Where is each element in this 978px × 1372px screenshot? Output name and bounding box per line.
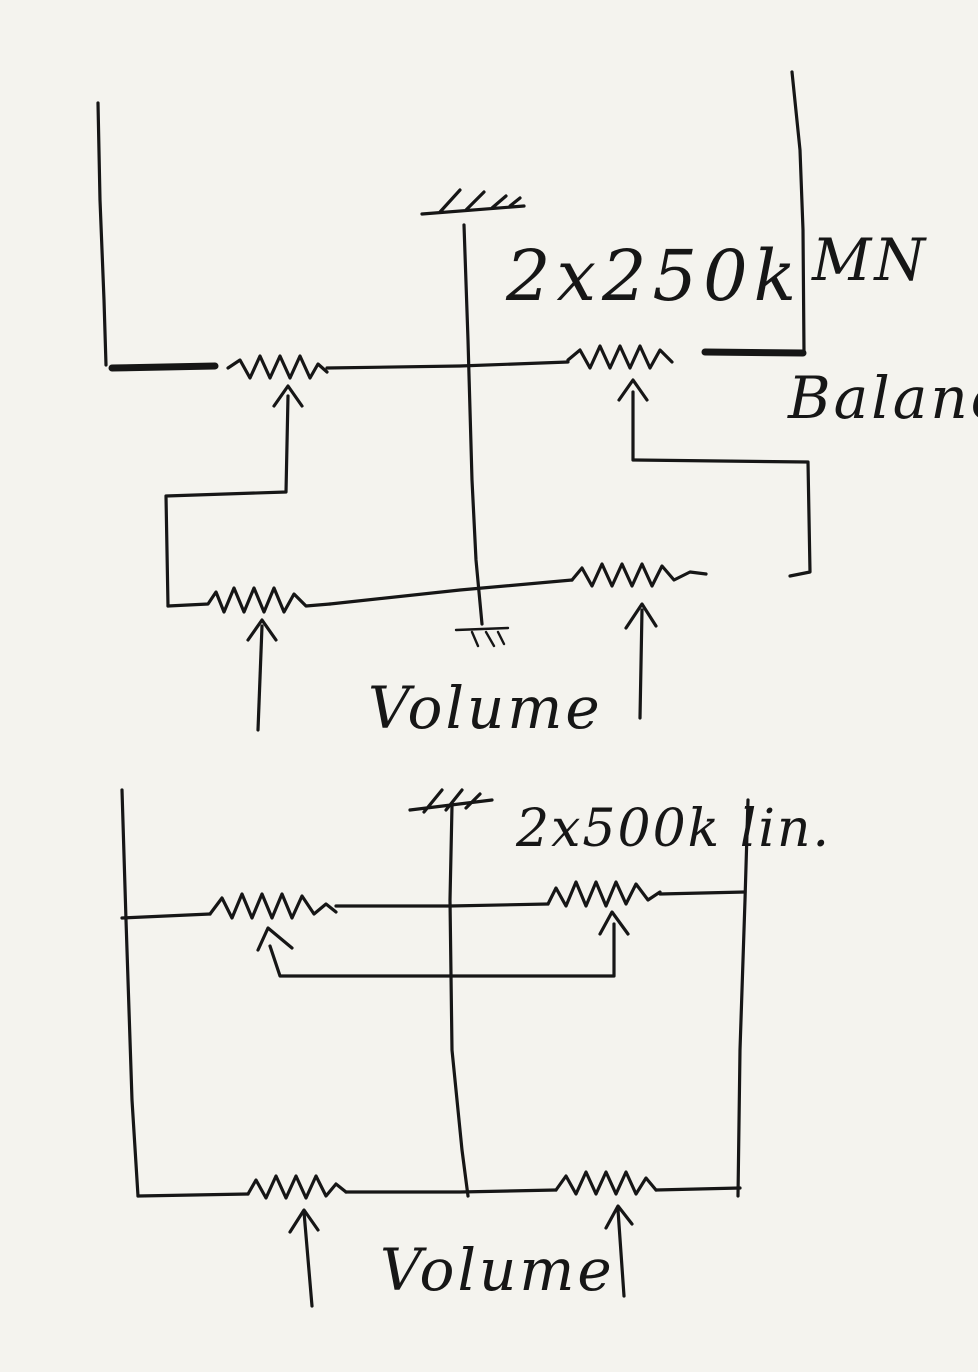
top-left-thick-lead [108, 362, 219, 372]
circuit-bottom: 2x500k lin. Volume [120, 788, 831, 1308]
volume-pot-right [570, 562, 708, 588]
bottom-ground-wire [448, 804, 470, 1198]
bottom-left-outer-wire [120, 788, 140, 1198]
bottom-balance-wiper-left-arrow-icon [256, 926, 294, 952]
bottom-volume-wiper-left-arrow-icon [288, 1208, 320, 1234]
bottom-volume-label: Volume [380, 1236, 615, 1304]
balance-wiper-right-arrow-icon [617, 378, 649, 402]
bottom-balance-pot-right [546, 880, 662, 908]
bottom-balance-wiper-left [268, 922, 616, 978]
balance-pot-left [226, 354, 329, 380]
volume-wiper-right-arrow-icon [624, 602, 658, 630]
top-right-thick-lead [701, 348, 807, 357]
volume-pot-left [166, 586, 332, 614]
bottom-right-outer-wire [736, 798, 750, 1198]
bottom-top-rail-left [120, 912, 212, 920]
top-ground-wire [462, 223, 484, 626]
bottom-top-rail-right [658, 890, 747, 896]
bottom-balance-wiper-right-arrow-icon [598, 910, 630, 936]
balance-label: Balance [787, 364, 978, 432]
top-volume-label: Volume [368, 674, 603, 742]
circuit-top: 2x250k MN Balance Volume [96, 70, 978, 742]
balance-wiper-left [164, 394, 290, 608]
bottom-value-label: 2x500k lin. [515, 799, 831, 859]
top-value-label: 2x250k [505, 235, 802, 317]
balance-wiper-left-arrow-icon [272, 384, 304, 408]
bottom-volume-pot-right [554, 1170, 658, 1196]
balance-link-wire [325, 360, 570, 370]
ground-bottom-icon [454, 626, 510, 648]
volume-link-wire [328, 578, 574, 606]
bottom-bottom-rail-left [136, 1192, 250, 1198]
bottom-volume-wiper-right-arrow-icon [604, 1204, 634, 1230]
bottom-bottom-rail-right [654, 1186, 742, 1192]
bottom-balance-pot-left [208, 892, 338, 920]
bottom-volume-wiper-right [616, 1208, 626, 1298]
mn-label: MN [811, 226, 928, 294]
balance-wiper-right [631, 390, 812, 578]
balance-pot-right [566, 344, 674, 370]
bottom-volume-link-wire [344, 1188, 558, 1194]
volume-wiper-left-arrow-icon [246, 618, 278, 642]
top-right-input-wire [790, 70, 806, 354]
bottom-balance-link-wire [334, 902, 550, 908]
bottom-volume-wiper-left [302, 1210, 314, 1308]
ground-top-icon [420, 188, 526, 216]
top-left-input-wire [96, 101, 108, 367]
bottom-volume-pot-left [246, 1174, 348, 1200]
volume-wiper-right [638, 608, 644, 720]
volume-wiper-left [256, 624, 264, 732]
